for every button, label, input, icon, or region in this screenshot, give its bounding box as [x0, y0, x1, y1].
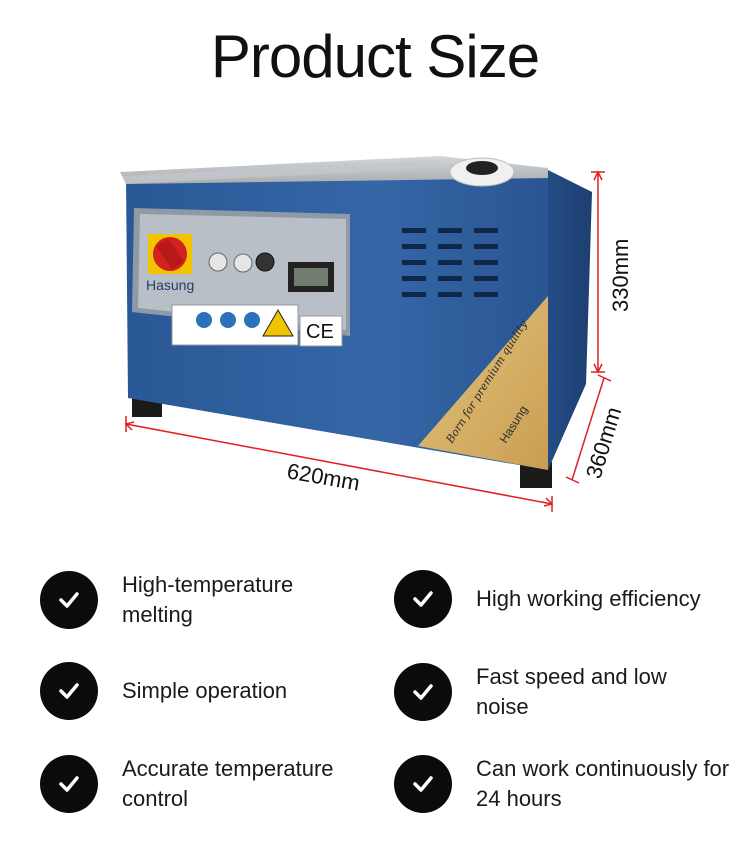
feature-item: High-temperature melting	[40, 570, 342, 630]
check-icon	[40, 755, 98, 813]
feature-label: Fast speed and low noise	[476, 664, 667, 719]
gold-badge	[418, 296, 548, 470]
check-icon	[394, 570, 452, 628]
machine-side-panel	[548, 170, 592, 470]
vent-grille	[402, 228, 498, 297]
height-label: 330mm	[608, 239, 633, 312]
ce-mark: CE	[306, 321, 334, 343]
feature-label: Can work continuously for 24 hours	[476, 756, 730, 811]
width-label: 620mm	[285, 458, 362, 495]
depth-label: 360mm	[581, 404, 626, 481]
stop-knob	[233, 253, 253, 273]
check-icon	[394, 663, 452, 721]
page-title: Product Size	[210, 23, 540, 90]
feature-label: Simple operation	[122, 678, 288, 703]
product-illustration: Hasung CE Born for premium quality Hasun…	[120, 156, 633, 512]
feature-item: High working efficiency	[394, 570, 746, 628]
dimension-width	[124, 416, 554, 512]
power-knob	[255, 252, 275, 272]
feature-label: Accurate temperature control	[122, 756, 334, 811]
check-icon	[394, 755, 452, 813]
start-knob	[208, 252, 228, 272]
feature-label: High working efficiency	[476, 586, 701, 611]
feature-item: Accurate temperature control	[40, 754, 372, 814]
feature-item: Fast speed and low noise	[394, 662, 706, 722]
dimension-height	[591, 170, 605, 374]
panel-brand: Hasung	[146, 277, 194, 293]
feature-label: High-temperature melting	[122, 572, 294, 627]
dimension-depth	[565, 374, 612, 484]
feature-item: Simple operation	[40, 662, 362, 720]
feature-item: Can work continuously for 24 hours	[394, 754, 736, 814]
check-icon	[40, 571, 98, 629]
check-icon	[40, 662, 98, 720]
